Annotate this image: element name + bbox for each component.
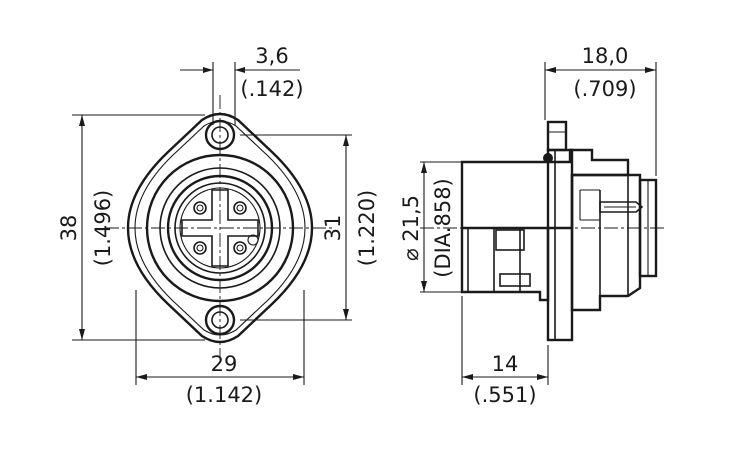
dim-pin-offset-metric: 3,6	[255, 44, 288, 68]
dim-width-metric: 29	[211, 352, 238, 376]
dim-width-imperial: (1.142)	[186, 383, 263, 407]
dimension-depth-body: 14 (.551)	[461, 296, 549, 407]
contact-pins	[193, 201, 259, 255]
side-view: ⌀ 21,5 (DIA.858) 18,0 (.709) 14 (.551)	[399, 44, 665, 407]
body-ring-outer	[145, 153, 295, 303]
contact-pin-side	[599, 201, 644, 213]
dimension-flange-height: 31 (1.220)	[240, 134, 379, 321]
dim-diameter-metric: ⌀ 21,5	[399, 195, 423, 261]
body-section-hatched	[460, 148, 630, 230]
rear-housing	[570, 173, 642, 312]
seal-ring	[543, 153, 553, 163]
insert-cross	[181, 189, 259, 267]
dim-height-overall-metric: 38	[57, 215, 81, 242]
dim-diameter-imperial: (DIA.858)	[431, 178, 455, 278]
dimension-depth-overall: 18,0 (.709)	[544, 44, 657, 176]
dim-height-overall-imperial: (1.496)	[91, 190, 115, 267]
dim-depth-overall-imperial: (.709)	[573, 77, 636, 101]
dim-flange-height-imperial: (1.220)	[355, 190, 379, 267]
flange-outline	[126, 112, 314, 344]
dimension-width: 29 (1.142)	[135, 290, 305, 407]
flange-plate	[546, 148, 574, 342]
dim-depth-overall-metric: 18,0	[582, 44, 629, 68]
mounting-hole-top	[204, 119, 236, 151]
dimension-diameter: ⌀ 21,5 (DIA.858)	[399, 161, 462, 293]
dim-pin-offset-imperial: (.142)	[240, 77, 303, 101]
dim-flange-height-metric: 31	[321, 215, 345, 242]
mounting-hole-bottom	[204, 304, 236, 336]
front-view: 3,6 (.142) 38 (1.496) 31 (1.220)	[57, 44, 379, 407]
dimension-pin-offset: 3,6 (.142)	[180, 44, 304, 125]
dim-depth-body-imperial: (.551)	[473, 383, 536, 407]
dimension-height-overall: 38 (1.496)	[57, 114, 205, 341]
dim-depth-body-metric: 14	[492, 352, 519, 376]
